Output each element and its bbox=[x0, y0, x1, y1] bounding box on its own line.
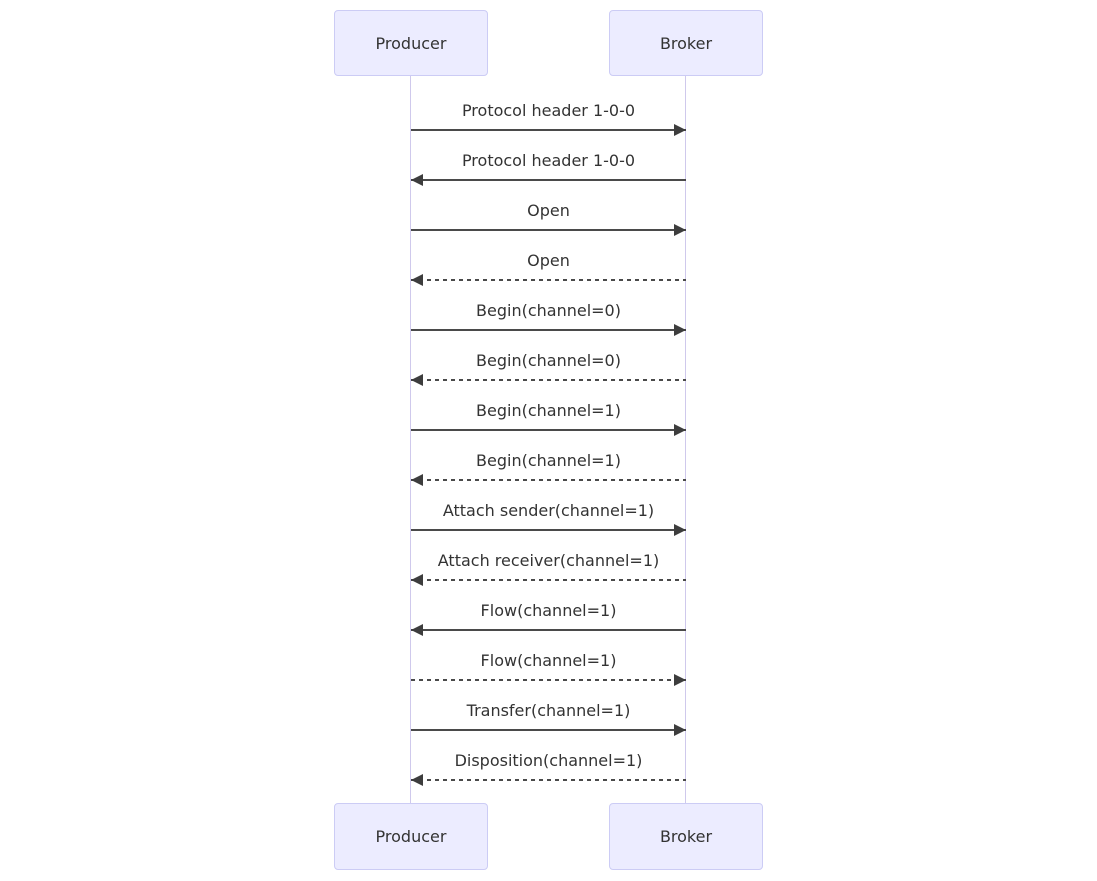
arrowhead-icon bbox=[411, 274, 423, 286]
arrowhead-icon bbox=[411, 474, 423, 486]
message-arrow bbox=[411, 174, 686, 186]
message: Protocol header 1-0-0 bbox=[411, 131, 686, 186]
message-arrow bbox=[411, 574, 686, 586]
arrowhead-icon bbox=[411, 624, 423, 636]
message-label: Begin(channel=1) bbox=[476, 451, 621, 470]
message: Protocol header 1-0-0 bbox=[411, 81, 686, 136]
message-label: Open bbox=[527, 251, 570, 270]
message-arrow bbox=[411, 224, 686, 236]
message: Flow(channel=1) bbox=[411, 581, 686, 636]
actor-label: Producer bbox=[375, 33, 447, 53]
message: Open bbox=[411, 181, 686, 236]
message-label: Flow(channel=1) bbox=[480, 651, 617, 670]
message-label: Begin(channel=0) bbox=[476, 301, 621, 320]
actor-producer-bottom: Producer bbox=[334, 803, 488, 870]
message-arrow bbox=[411, 274, 686, 286]
message-arrow bbox=[411, 524, 686, 536]
message-arrow bbox=[411, 674, 686, 686]
message: Begin(channel=0) bbox=[411, 331, 686, 386]
message-arrow bbox=[411, 124, 686, 136]
arrowhead-icon bbox=[411, 774, 423, 786]
arrowhead-icon bbox=[674, 524, 686, 536]
messages: Protocol header 1-0-0 Protocol header 1-… bbox=[411, 81, 686, 786]
message-label: Disposition(channel=1) bbox=[454, 751, 643, 770]
actor-label: Producer bbox=[375, 827, 447, 846]
arrowhead-icon bbox=[411, 374, 423, 386]
message: Attach receiver(channel=1) bbox=[411, 531, 686, 586]
message-label: Protocol header 1-0-0 bbox=[461, 151, 636, 170]
message-arrow bbox=[411, 474, 686, 486]
arrowhead-icon bbox=[674, 424, 686, 436]
message: Transfer(channel=1) bbox=[411, 681, 686, 736]
message-label: Attach receiver(channel=1) bbox=[437, 551, 660, 570]
arrowhead-icon bbox=[674, 324, 686, 336]
arrowhead-icon bbox=[674, 224, 686, 236]
actor-label: Broker bbox=[659, 33, 713, 53]
message-label: Begin(channel=0) bbox=[476, 351, 621, 370]
arrowhead-icon bbox=[411, 174, 423, 186]
message: Flow(channel=1) bbox=[411, 631, 686, 686]
actor-label: Broker bbox=[659, 827, 713, 846]
message-arrow bbox=[411, 424, 686, 436]
message-label: Transfer(channel=1) bbox=[466, 701, 631, 720]
message: Begin(channel=1) bbox=[411, 431, 686, 486]
message: Disposition(channel=1) bbox=[411, 731, 686, 786]
message: Attach sender(channel=1) bbox=[411, 481, 686, 536]
actor-broker-bottom: Broker bbox=[609, 803, 763, 870]
message-arrow bbox=[411, 724, 686, 736]
message-label: Open bbox=[527, 201, 570, 220]
arrowhead-icon bbox=[674, 674, 686, 686]
message: Begin(channel=0) bbox=[411, 281, 686, 336]
message-label: Attach sender(channel=1) bbox=[442, 501, 655, 520]
message-arrow bbox=[411, 774, 686, 786]
message-label: Flow(channel=1) bbox=[480, 601, 617, 620]
actor-producer-top: Producer bbox=[334, 10, 488, 76]
message-arrow bbox=[411, 374, 686, 386]
arrowhead-icon bbox=[674, 124, 686, 136]
arrowhead-icon bbox=[411, 574, 423, 586]
message-arrow bbox=[411, 624, 686, 636]
message-label: Begin(channel=1) bbox=[476, 401, 621, 420]
arrowhead-icon bbox=[674, 724, 686, 736]
lifeline-broker bbox=[685, 76, 686, 803]
lifeline-producer bbox=[410, 76, 411, 803]
message-arrow bbox=[411, 324, 686, 336]
message: Open bbox=[411, 231, 686, 286]
message-label: Protocol header 1-0-0 bbox=[461, 101, 636, 120]
message: Begin(channel=1) bbox=[411, 381, 686, 436]
actor-broker-top: Broker bbox=[609, 10, 763, 76]
